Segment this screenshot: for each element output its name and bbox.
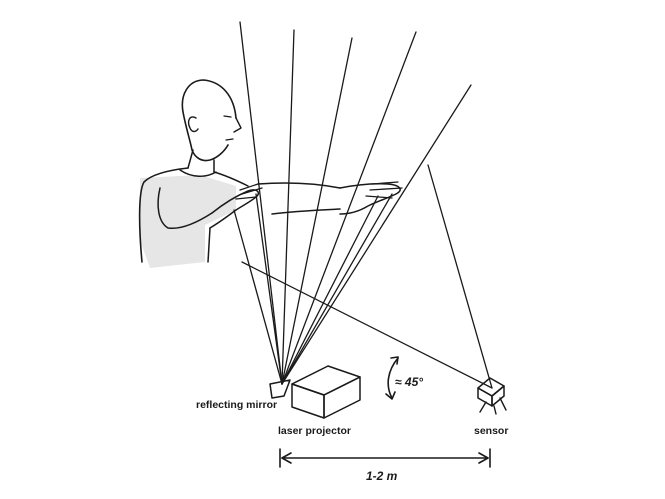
mouth — [225, 138, 234, 141]
angle-arrow — [385, 356, 399, 400]
angle-arrowhead-bottom — [385, 391, 396, 400]
left-arm — [157, 187, 213, 230]
angle-arc — [387, 357, 399, 399]
distance-dimension — [279, 448, 491, 468]
sensor-side — [491, 385, 505, 407]
laser-ray-hand — [281, 195, 379, 385]
laser-ray-hand — [233, 209, 283, 385]
mirror-shape — [269, 379, 291, 399]
laser-ray — [281, 84, 472, 385]
neck — [187, 149, 215, 173]
laser-ray-hand — [281, 193, 393, 385]
mirror-label: reflecting mirror — [196, 399, 277, 411]
reflecting-mirror — [269, 379, 291, 399]
angle-arrowhead-top — [390, 356, 399, 365]
projector-label: laser projector — [278, 425, 351, 437]
left-fingers — [235, 183, 263, 200]
laser-ray — [281, 37, 353, 385]
laser-ray — [281, 29, 295, 385]
right-fingers — [365, 181, 403, 199]
shirt-shading — [140, 175, 236, 268]
sensor-line-to-hand — [427, 164, 493, 389]
projector-top — [291, 365, 361, 396]
ear — [187, 116, 199, 133]
sensor-device — [477, 377, 507, 415]
laser-ray-hand — [255, 193, 283, 385]
laser-ray — [281, 31, 417, 385]
laser-fan — [233, 21, 472, 385]
sensor-legs — [479, 397, 507, 415]
dimension-arrow-right — [478, 452, 489, 464]
right-arm-lower — [271, 208, 341, 215]
sensor-lines — [241, 164, 493, 389]
dimension-arrow-left — [281, 452, 292, 464]
chest — [213, 171, 249, 187]
distance-label: 1-2 m — [366, 469, 398, 483]
nose — [233, 117, 242, 133]
projector-side — [323, 376, 361, 419]
laser-ray — [239, 21, 283, 385]
collar — [179, 169, 217, 177]
right-arm-upper — [257, 182, 341, 189]
torso-front — [207, 227, 211, 263]
sensor-line-to-arm — [241, 261, 493, 389]
eye — [223, 115, 232, 118]
projector-front — [291, 383, 325, 419]
person-figure — [138, 79, 403, 268]
angle-label: ≈ 45° — [395, 375, 423, 389]
sensor-label: sensor — [474, 425, 508, 437]
head — [181, 79, 237, 162]
back — [138, 167, 189, 263]
laser-projector — [291, 365, 361, 419]
